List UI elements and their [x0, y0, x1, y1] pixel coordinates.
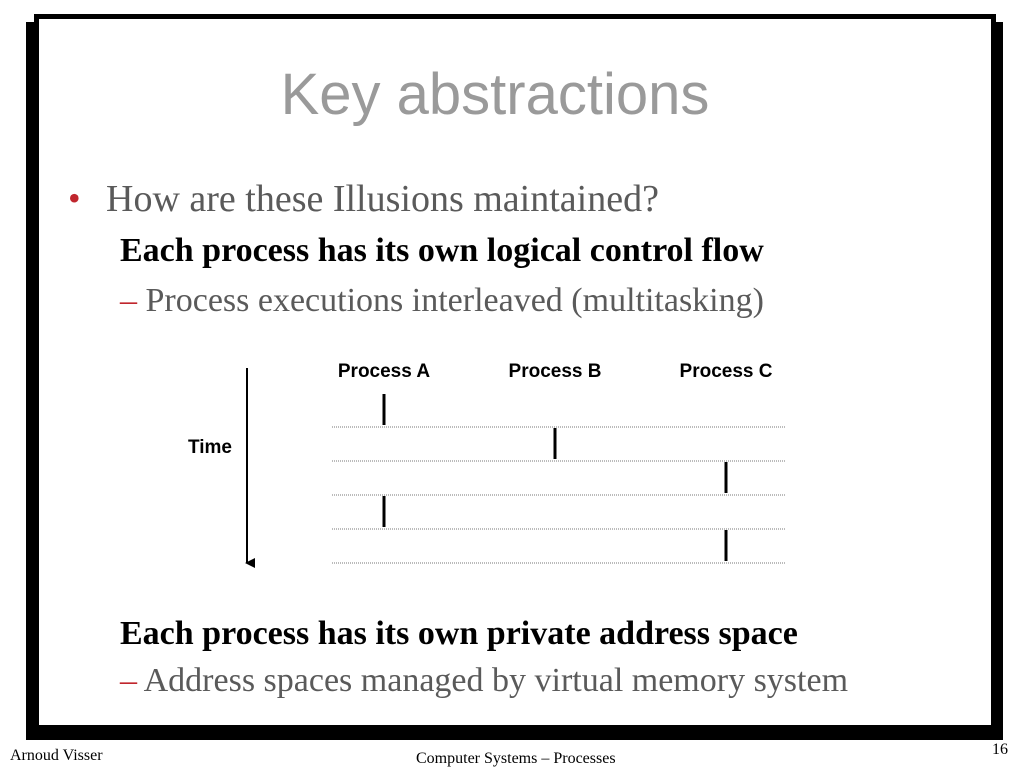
time-label: Time [188, 437, 232, 458]
footer-author: Arnoud Visser [10, 747, 103, 764]
dash-marker: – [120, 662, 137, 699]
virtual-memory-text: Address spaces managed by virtual memory… [143, 662, 849, 699]
multitasking-text: Process executions interleaved (multitas… [145, 282, 764, 319]
address-space-heading: Each process has its own private address… [120, 615, 798, 652]
dash-marker: – [120, 282, 137, 319]
process-label-b: Process B [509, 361, 602, 382]
control-flow-heading: Each process has its own logical control… [120, 232, 764, 269]
process-label-c: Process C [680, 361, 773, 382]
multitasking-item: – Process executions interleaved (multit… [120, 284, 764, 318]
slide-title: Key abstractions [280, 62, 710, 127]
footer-page-number: 16 [992, 741, 1008, 758]
virtual-memory-item: – Address spaces managed by virtual memo… [120, 664, 848, 698]
bullet-marker: • [68, 178, 81, 218]
footer-course: Computer Systems – Processes [416, 750, 616, 767]
process-label-a: Process A [338, 361, 431, 382]
bullet-question: How are these Illusions maintained? [106, 178, 659, 220]
slide-frame [34, 14, 996, 730]
